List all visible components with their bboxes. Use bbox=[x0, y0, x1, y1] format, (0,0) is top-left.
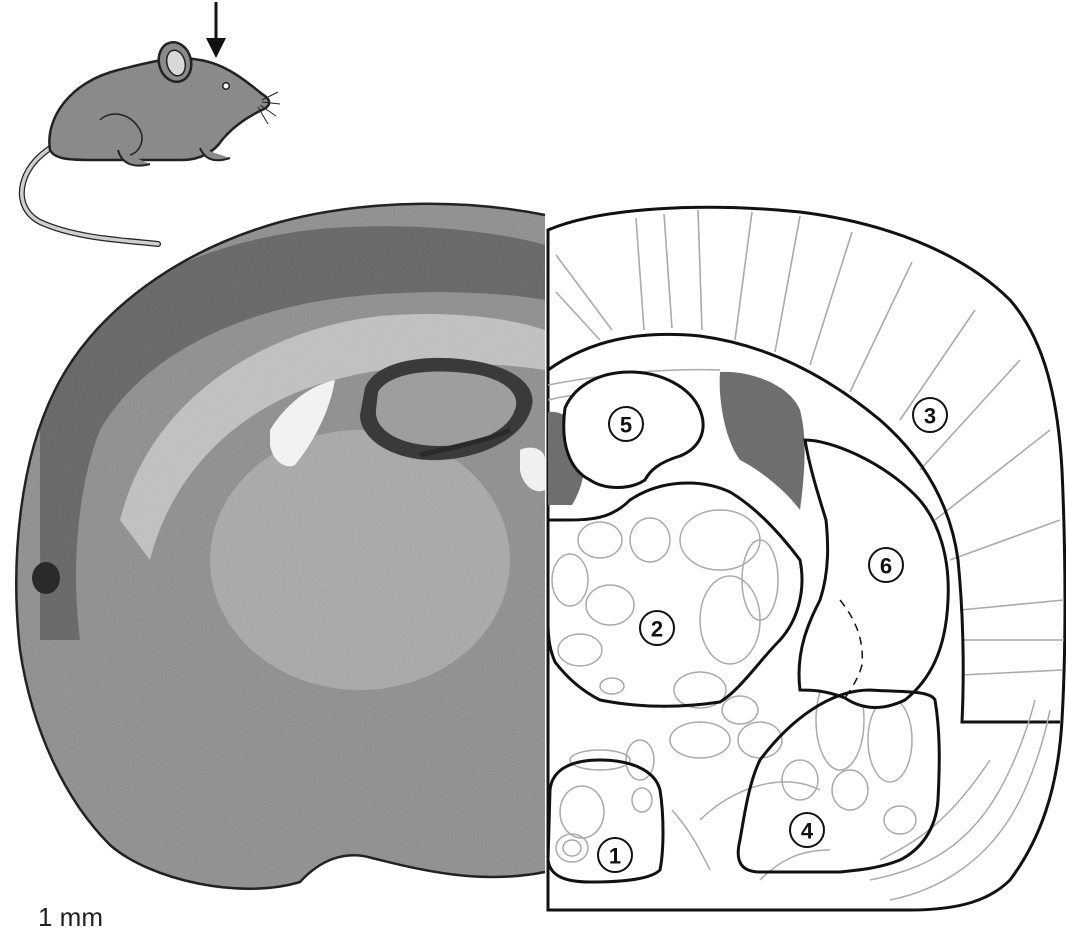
region-label-3: 3 bbox=[924, 404, 936, 429]
region-label-1: 1 bbox=[609, 844, 621, 869]
region-label-6: 6 bbox=[880, 554, 892, 579]
scale-bar-label: 1 mm bbox=[38, 902, 103, 933]
region-label-5: 5 bbox=[620, 413, 632, 438]
region-label-4: 4 bbox=[801, 819, 814, 844]
arrow-down-icon bbox=[206, 2, 226, 58]
region-badge-4: 4 bbox=[790, 813, 824, 847]
region-badge-1: 1 bbox=[598, 838, 632, 872]
mouse-icon bbox=[22, 39, 280, 244]
region-badge-6: 6 bbox=[869, 548, 903, 582]
stained-section bbox=[0, 190, 546, 900]
region-badge-5: 5 bbox=[609, 407, 643, 441]
region-label-2: 2 bbox=[651, 617, 663, 642]
region-badge-3: 3 bbox=[913, 398, 947, 432]
atlas-schematic bbox=[548, 207, 1065, 910]
region-badge-2: 2 bbox=[640, 611, 674, 645]
